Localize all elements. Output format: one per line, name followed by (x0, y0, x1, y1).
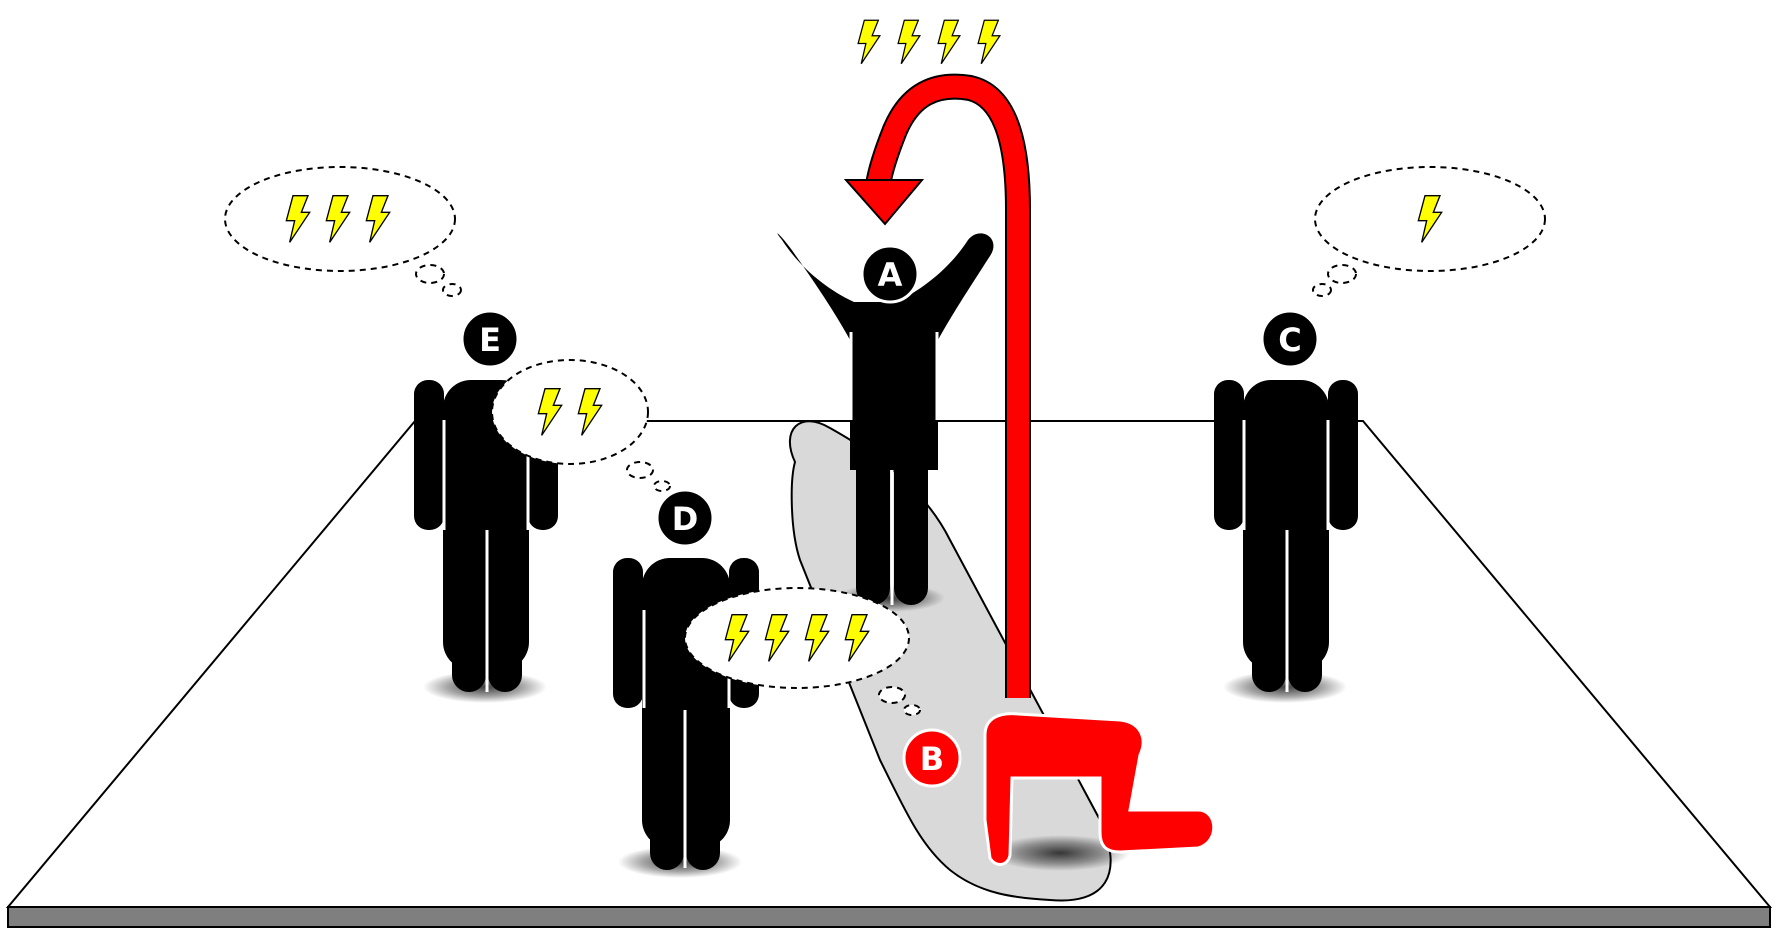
label-a: A (878, 256, 903, 294)
bolts-a (858, 20, 1000, 64)
label-b: B (920, 740, 944, 778)
lightning-bolt-icon (978, 20, 1000, 64)
thought-bubble-icon (225, 167, 461, 296)
label-e: E (479, 321, 501, 359)
lightning-bolt-icon (938, 20, 960, 64)
lightning-bolt-icon (898, 20, 920, 64)
label-d: D (672, 500, 699, 538)
lightning-bolt-icon (858, 20, 880, 64)
label-c: C (1278, 321, 1301, 359)
